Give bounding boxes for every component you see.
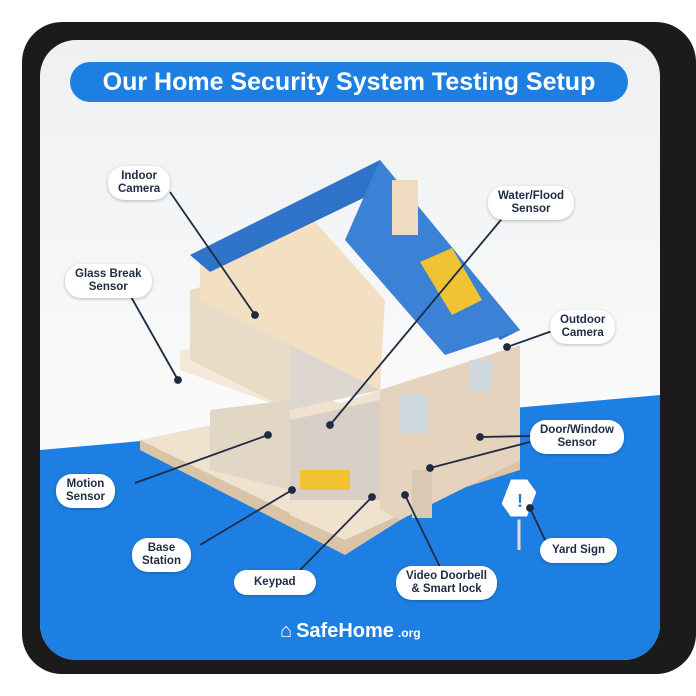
window bbox=[400, 395, 428, 433]
label-keypad: Keypad bbox=[234, 570, 316, 595]
label-indoor-camera: Indoor Camera bbox=[108, 166, 171, 200]
label-glass-break-sensor: Glass Break Sensor bbox=[65, 264, 152, 298]
house-logo-icon: ⌂ bbox=[280, 620, 293, 642]
chimney bbox=[392, 180, 418, 235]
label-door-window-sensor: Door/Window Sensor bbox=[530, 420, 624, 454]
label-motion-sensor: Motion Sensor bbox=[56, 474, 115, 508]
safehome-logo: ⌂ SafeHome.org bbox=[280, 620, 421, 643]
front-door bbox=[412, 470, 432, 518]
label-outdoor-camera: Outdoor Camera bbox=[550, 310, 616, 344]
window bbox=[470, 360, 492, 392]
logo-suffix: .org bbox=[397, 626, 421, 640]
logo-name: SafeHome bbox=[296, 620, 394, 642]
lower-room bbox=[210, 400, 290, 490]
solar-panel bbox=[420, 248, 482, 315]
label-water-flood-sensor: Water/Flood Sensor bbox=[488, 186, 575, 220]
svg-text:!: ! bbox=[517, 491, 523, 511]
kitchen-counter bbox=[300, 470, 350, 490]
page-title: Our Home Security System Testing Setup bbox=[70, 62, 628, 102]
label-yard-sign: Yard Sign bbox=[540, 538, 618, 563]
label-base-station: Base Station bbox=[132, 538, 191, 572]
label-video-doorbell: Video Doorbell & Smart lock bbox=[396, 566, 497, 600]
